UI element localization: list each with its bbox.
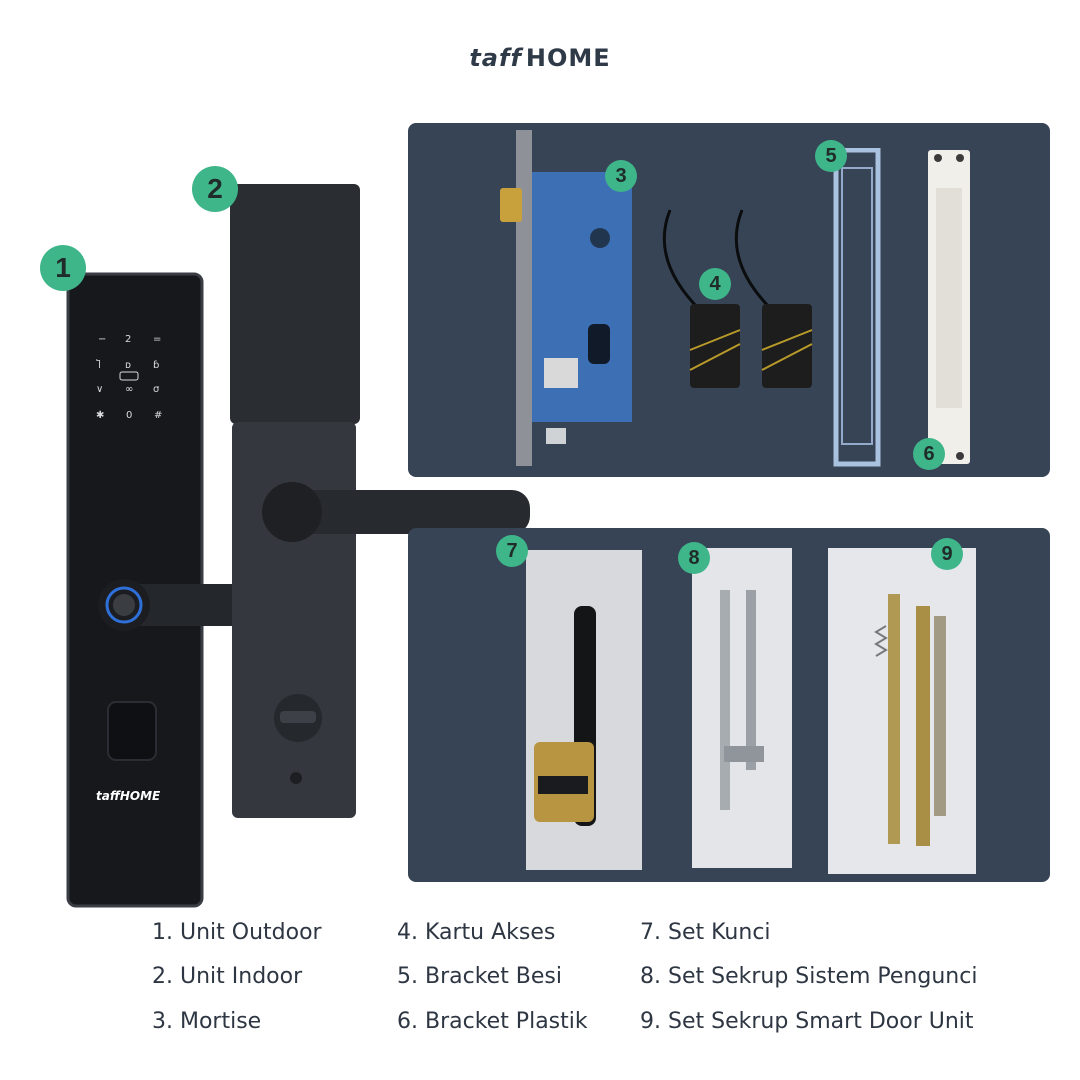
badge-3: 3 — [605, 160, 637, 192]
badge-4: 4 — [699, 268, 731, 300]
legend-4: 4. Kartu Akses — [397, 920, 556, 945]
mortise-image — [500, 130, 632, 466]
key-set-bag-image — [526, 550, 642, 870]
badge-5: 5 — [815, 140, 847, 172]
badge-9: 9 — [931, 538, 963, 570]
lock-screw-bag-image — [692, 548, 792, 868]
logo-brand: taff — [469, 44, 522, 72]
badge-7: 7 — [496, 535, 528, 567]
badge-1: 1 — [40, 245, 86, 291]
legend-6: 6. Bracket Plastik — [397, 1009, 588, 1034]
legend-7: 7. Set Kunci — [640, 920, 771, 945]
badge-6: 6 — [913, 438, 945, 470]
svg-text:ɓ: ɓ — [153, 360, 159, 371]
legend-1: 1. Unit Outdoor — [152, 920, 322, 945]
door-screw-bag-image — [828, 548, 976, 874]
svg-text:2: 2 — [125, 334, 131, 345]
device-brand-text: taffHOME — [96, 789, 161, 803]
svg-text:∞: ∞ — [125, 384, 133, 395]
badge-8: 8 — [678, 542, 710, 574]
logo-home: HOME — [525, 44, 611, 72]
svg-text:✱: ✱ — [96, 410, 104, 421]
legend-3: 3. Mortise — [152, 1009, 262, 1034]
svg-text:−: − — [98, 334, 106, 345]
svg-text:Ⴈ: Ⴈ — [96, 358, 101, 371]
legend-5: 5. Bracket Besi — [397, 964, 563, 989]
legend-9: 9. Set Sekrup Smart Door Unit — [640, 1009, 974, 1034]
badge-2: 2 — [192, 166, 238, 212]
svg-text:ᴅ: ᴅ — [125, 360, 131, 371]
indoor-handle-image — [262, 482, 530, 542]
iron-bracket-image — [833, 148, 881, 467]
svg-text:#: # — [154, 410, 162, 421]
legend-2: 2. Unit Indoor — [152, 964, 303, 989]
legend-8: 8. Set Sekrup Sistem Pengunci — [640, 964, 978, 989]
plastic-bracket-image — [928, 150, 970, 464]
svg-text:∨: ∨ — [96, 384, 103, 395]
access-cards-image — [662, 209, 813, 388]
svg-text:σ: σ — [153, 384, 160, 395]
svg-text:=: = — [153, 334, 161, 345]
svg-text:0: 0 — [126, 410, 132, 421]
